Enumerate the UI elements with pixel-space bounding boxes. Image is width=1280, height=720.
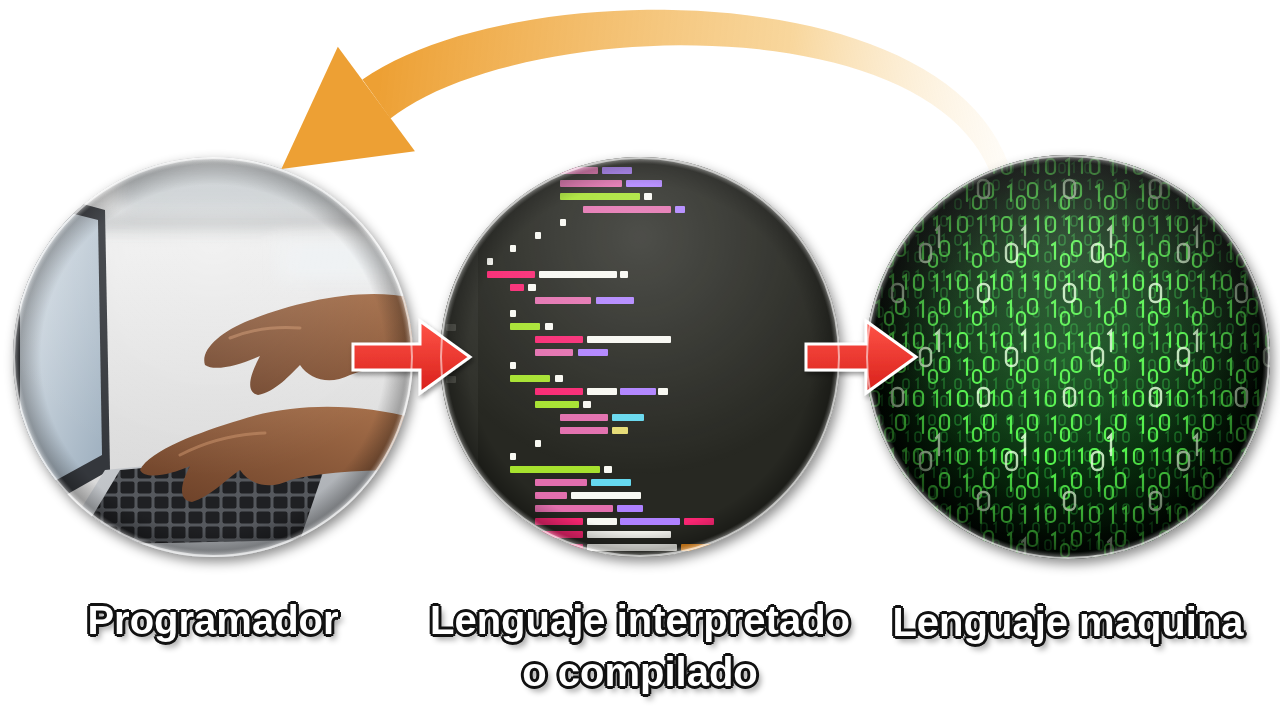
node-label: Programador (13, 594, 413, 646)
circle-shadows (866, 155, 1270, 559)
circle-outline (14, 158, 412, 556)
circle-outline (866, 155, 1270, 559)
circle-outline (867, 156, 1269, 558)
circle-outline (13, 157, 413, 557)
circle-bevel (866, 155, 1270, 559)
binary-rain (866, 155, 1270, 559)
code-screenshot (446, 272, 456, 279)
binary-rain (866, 155, 1270, 559)
connector-group (281, 10, 1008, 393)
binary-rain (866, 155, 1270, 559)
circle-bevel (440, 157, 840, 557)
node-label: Lenguaje interpretado o compilado (420, 594, 860, 698)
code-screenshot (440, 157, 840, 557)
binary-rain (866, 155, 1270, 559)
binary-rain (866, 155, 1270, 559)
circle-shadows (13, 155, 1270, 559)
circle-outline (441, 158, 839, 556)
circle-shadows (440, 157, 840, 557)
connector (806, 321, 916, 393)
code-screenshot (440, 157, 840, 557)
connector (281, 10, 1008, 171)
photo-circle: Programador (13, 157, 413, 557)
node-label-box: Programador (13, 594, 413, 646)
return-arrowhead (281, 47, 415, 169)
circle-bevel (866, 155, 1270, 559)
circle-bevel (440, 157, 840, 557)
node-label: Lenguaje maquina (858, 596, 1278, 648)
return-arrow (362, 10, 1008, 171)
code-screenshot (446, 467, 456, 474)
node-label-box: Lenguaje maquina (858, 596, 1278, 648)
photo-circle: Lenguaje maquina (866, 155, 1270, 559)
node-label-box: Lenguaje interpretado o compilado (420, 594, 860, 698)
binary-rain (866, 155, 1270, 559)
photo-circle: Lenguaje interpretado o compilado (440, 157, 840, 557)
circle-outline (440, 157, 840, 557)
circle-bevel (13, 155, 1270, 559)
flow-arrow (806, 321, 916, 393)
